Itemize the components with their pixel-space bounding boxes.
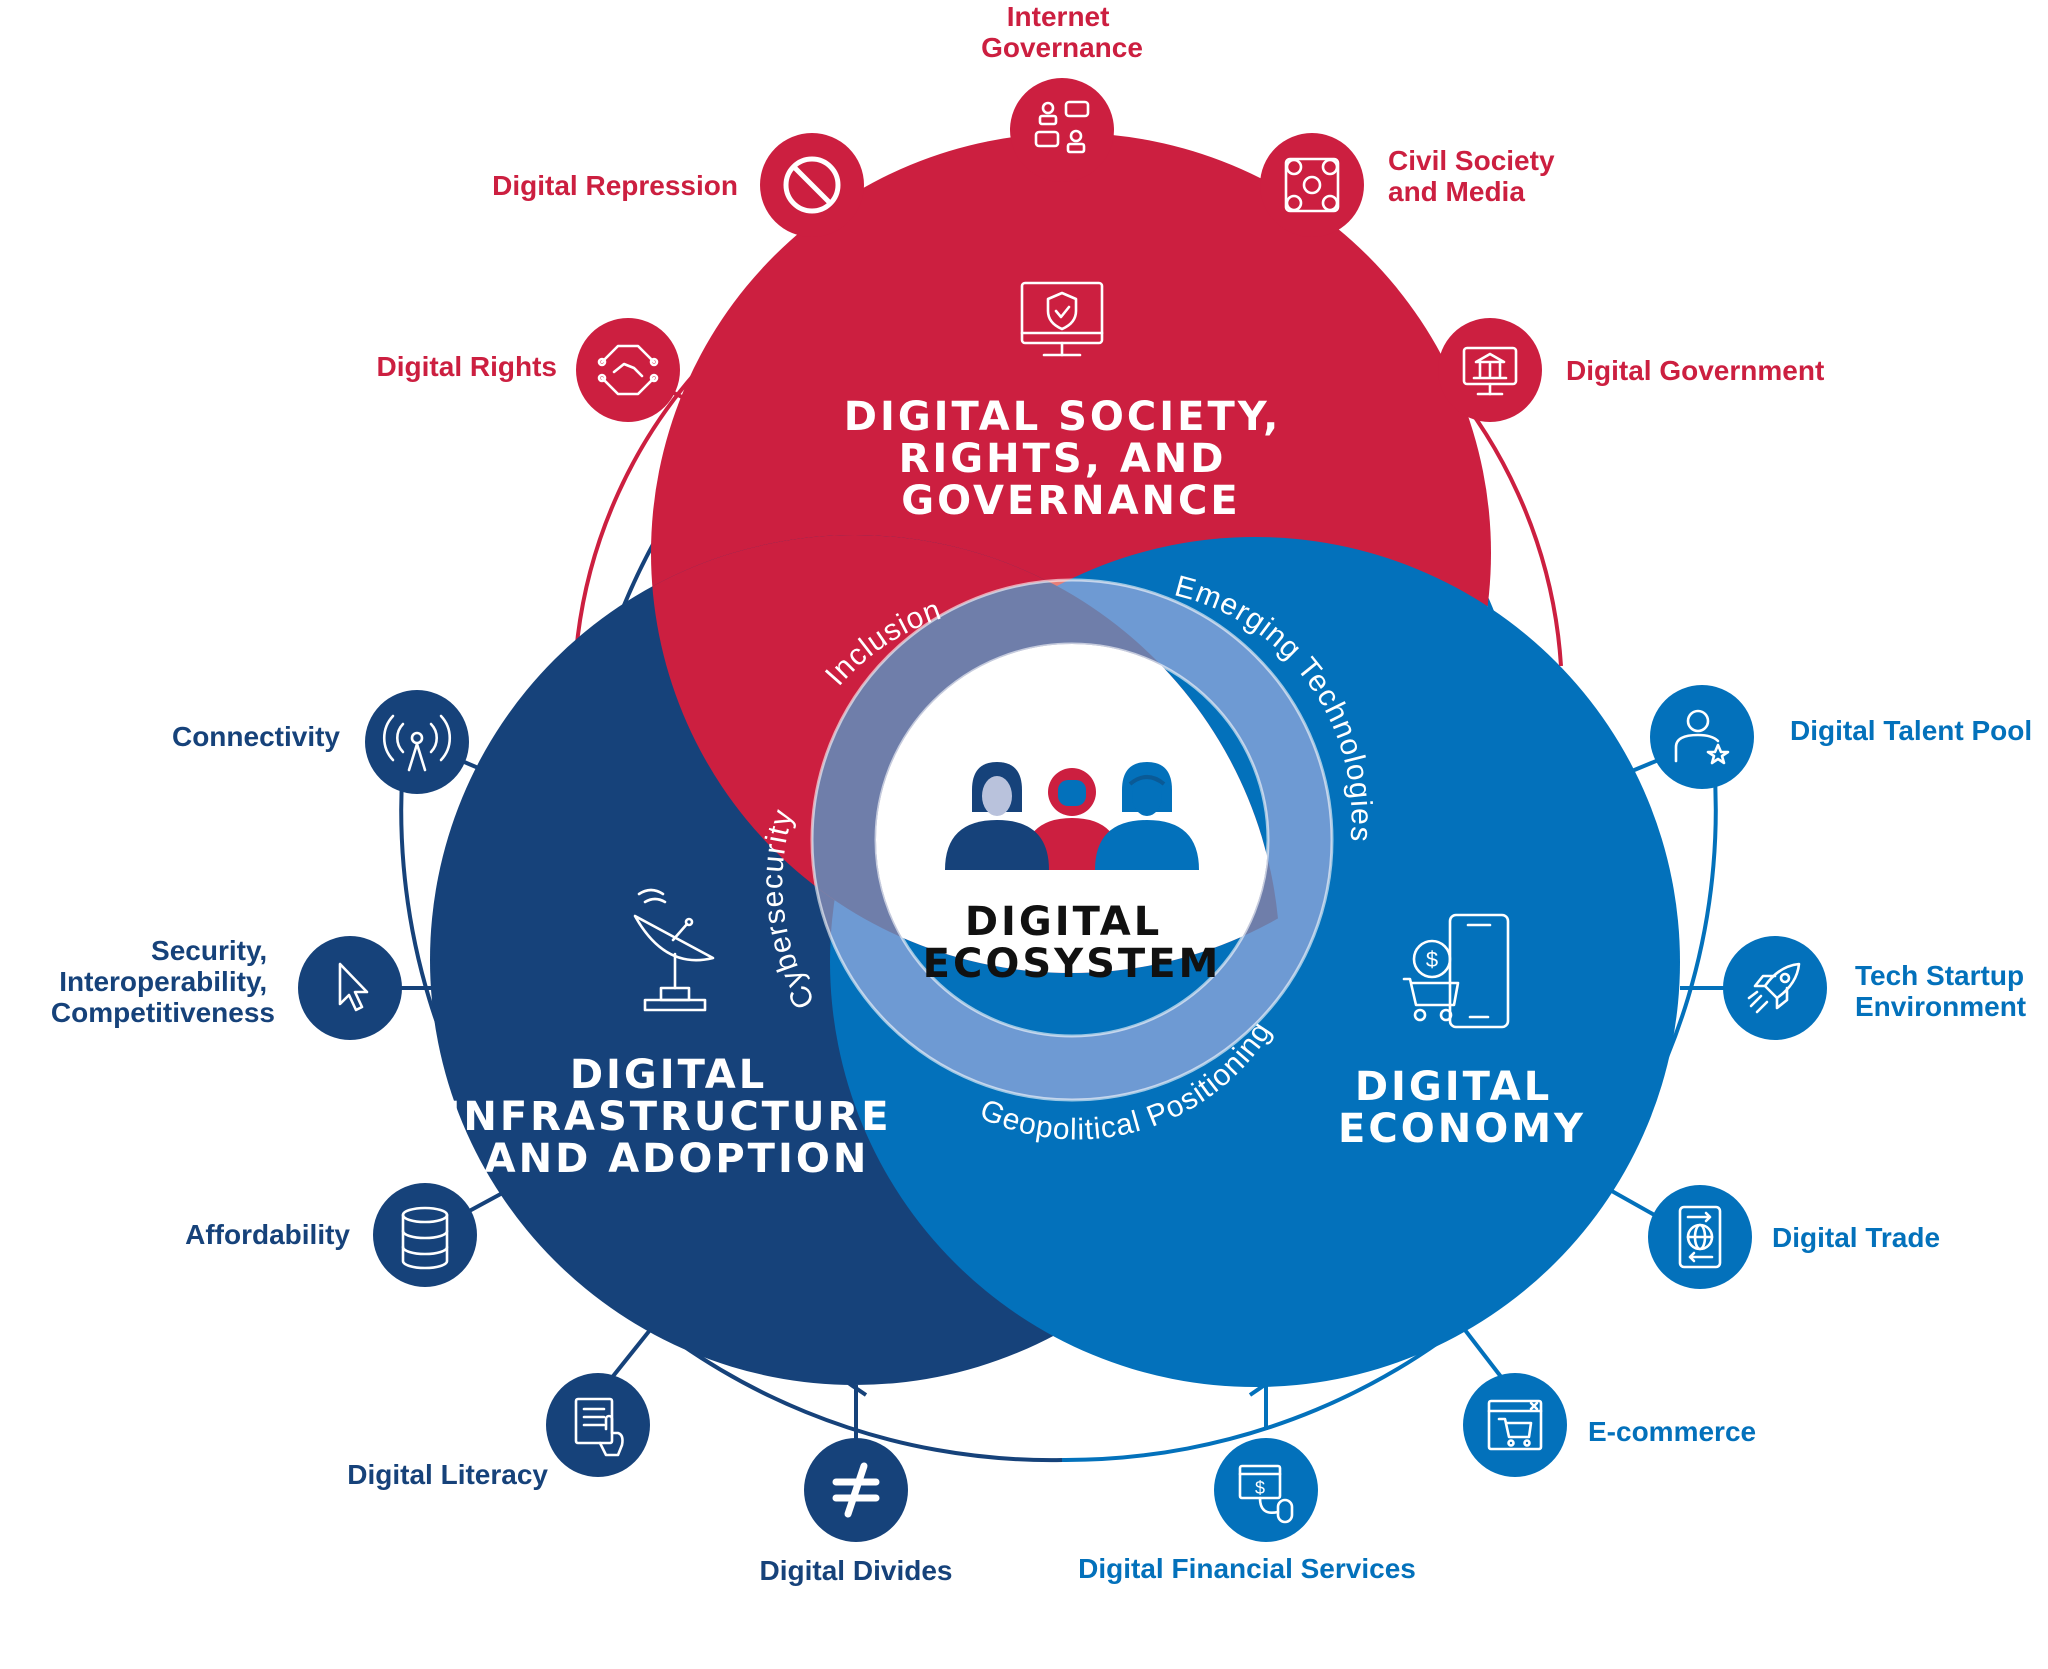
label-digital-divides: Digital Divides — [760, 1555, 953, 1586]
online-payment-icon: $ — [1238, 1464, 1294, 1524]
label-tech-startup: Tech Startup Environment — [1855, 960, 2032, 1022]
svg-text:$: $ — [1426, 947, 1438, 972]
rocket-icon — [1747, 962, 1801, 1014]
node-digital-trade[interactable] — [1648, 1185, 1752, 1289]
node-digital-literacy[interactable] — [546, 1373, 650, 1477]
monitor-shield-icon — [1020, 281, 1104, 357]
shopping-cart-window-icon — [1487, 1399, 1543, 1451]
cross-cutting-ring — [812, 580, 1332, 1100]
phone-shopping-icon: $ — [1402, 913, 1510, 1029]
label-digital-talent: Digital Talent Pool — [1790, 715, 2032, 746]
node-digital-rights[interactable] — [576, 318, 680, 422]
label-digital-literacy: Digital Literacy — [347, 1459, 548, 1490]
node-internet-governance[interactable] — [1010, 78, 1114, 182]
satellite-dish-icon — [633, 888, 715, 1012]
node-tech-startup[interactable] — [1723, 936, 1827, 1040]
node-digital-financial-services[interactable]: $ — [1214, 1438, 1318, 1542]
node-digital-government[interactable] — [1438, 318, 1542, 422]
label-civil-society: Civil Society and Media — [1388, 145, 1562, 207]
node-ecommerce[interactable] — [1463, 1373, 1567, 1477]
label-digital-trade: Digital Trade — [1772, 1222, 1940, 1253]
document-touch-icon — [574, 1397, 624, 1457]
government-building-icon — [1462, 346, 1518, 396]
circuit-handshake-icon — [597, 344, 659, 396]
prohibited-icon — [783, 156, 841, 214]
node-digital-talent[interactable] — [1650, 685, 1754, 789]
node-security[interactable] — [298, 936, 402, 1040]
pillar-society-title: DIGITAL SOCIETY, RIGHTS, AND GOVERNANCE — [844, 394, 1299, 524]
person-star-icon — [1674, 709, 1730, 765]
node-civil-society[interactable] — [1260, 133, 1364, 237]
label-connectivity: Connectivity — [172, 721, 340, 752]
label-digital-repression: Digital Repression — [492, 170, 738, 201]
pillar-economy-title: DIGITAL ECONOMY — [1338, 1064, 1586, 1152]
not-equal-icon — [832, 1462, 880, 1518]
center-title: DIGITAL ECOSYSTEM — [923, 899, 1222, 987]
label-security: Security, Interoperability, Competitiven… — [51, 935, 275, 1028]
label-internet-governance: Internet Governance — [981, 1, 1143, 63]
pillar-infrastructure-title: DIGITAL INFRASTRUCTURE AND ADOPTION — [446, 1052, 909, 1182]
svg-text:$: $ — [1255, 1478, 1265, 1498]
tablet-globe-icon — [1678, 1205, 1722, 1269]
network-people-icon — [1284, 157, 1340, 213]
node-affordability[interactable] — [373, 1183, 477, 1287]
node-digital-repression[interactable] — [760, 133, 864, 237]
cursor-pointer-icon — [338, 962, 369, 1012]
label-digital-financial-services: Digital Financial Services — [1078, 1553, 1416, 1584]
label-digital-rights: Digital Rights — [377, 351, 557, 382]
label-affordability: Affordability — [185, 1219, 350, 1250]
label-ecommerce: E-commerce — [1588, 1416, 1756, 1447]
node-connectivity[interactable] — [365, 690, 469, 794]
coin-stack-icon — [401, 1206, 449, 1270]
node-digital-divides[interactable] — [804, 1438, 908, 1542]
antenna-signal-icon — [383, 714, 451, 772]
people-group-icon — [945, 762, 1199, 870]
chat-people-icon — [1034, 100, 1090, 154]
label-digital-government: Digital Government — [1566, 355, 1824, 386]
